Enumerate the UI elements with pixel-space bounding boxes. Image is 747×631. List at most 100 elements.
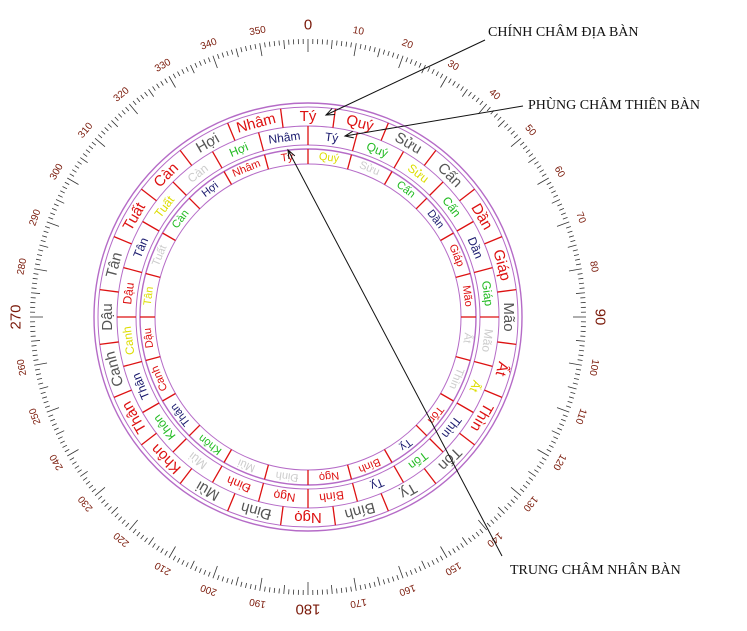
nhan_ban-label: Tuất [150, 243, 169, 268]
scale-tick [125, 106, 130, 112]
scale-tick [62, 444, 68, 448]
dia_ban-label: Mão [500, 302, 517, 331]
scale-tick [32, 282, 38, 285]
scale-tick [85, 480, 91, 485]
dia_ban-separator [279, 108, 284, 128]
scale-tick [101, 130, 106, 135]
scale-tick [435, 71, 439, 77]
scale-tick [144, 91, 148, 97]
thien_ban-separator [123, 360, 143, 368]
scale-label-300: 300 [48, 162, 66, 182]
ring-circle [97, 106, 519, 528]
scale-tick [82, 477, 88, 481]
scale-tick [177, 557, 181, 563]
scale-tick [565, 226, 571, 229]
thien_ban-label: Ngọ [272, 488, 296, 505]
dia_ban-separator [99, 341, 119, 346]
scale-tick [528, 153, 534, 157]
thien_ban-separator [351, 132, 359, 152]
nhan_ban-separator [263, 464, 270, 480]
dia_ban-separator [380, 122, 389, 141]
scale-tick [50, 418, 56, 422]
dia_ban-separator [141, 188, 157, 202]
scale-tick [32, 349, 38, 352]
scale-tick [461, 89, 468, 97]
scale-tick [377, 48, 381, 58]
dia_ban-separator [459, 188, 475, 202]
dia_ban-separator [113, 389, 132, 398]
nhan_ban-separator [162, 392, 176, 402]
nhan_ban-label: Mão [460, 285, 475, 308]
thien_ban-separator [172, 438, 187, 453]
thien_ban-separator [456, 220, 474, 232]
scale-tick [471, 94, 476, 100]
dia_ban-label: Tuất [120, 199, 150, 234]
nhan_ban-label: Khôn [196, 432, 224, 457]
scale-tick [525, 480, 531, 485]
scale-tick [568, 235, 574, 238]
scale-tick [387, 577, 390, 583]
scale-tick [249, 583, 252, 590]
scale-tick [185, 562, 189, 568]
scale-tick [507, 127, 512, 132]
nhan_ban-separator [383, 171, 393, 185]
thien_ban-separator [257, 482, 265, 502]
scale-tick [190, 560, 195, 570]
scale-tick [268, 41, 271, 47]
scale-tick [440, 546, 448, 558]
scale-label-50: 50 [522, 123, 538, 139]
nhan_ban-separator [223, 449, 233, 463]
nhan_ban-label: Ngọ [318, 469, 340, 484]
scale-tick [448, 78, 452, 84]
scale-tick [140, 534, 145, 540]
scale-label-90: 90 [592, 309, 609, 326]
scale-tick [64, 449, 70, 453]
nhan_ban-label: Tỵ [397, 436, 414, 453]
scale-label-150: 150 [443, 559, 463, 577]
scale-tick [471, 534, 476, 540]
scale-tick [539, 461, 544, 465]
scale-tick [427, 562, 431, 568]
scale-label-350: 350 [248, 24, 267, 38]
scale-tick [199, 60, 202, 66]
scale-tick [45, 226, 51, 229]
label-phung-cham-thien-ban: PHÙNG CHÂM THIÊN BÀN [528, 98, 701, 113]
nhan_ban-separator [223, 171, 233, 185]
scale-tick [125, 522, 130, 528]
scale-tick [172, 555, 176, 561]
scale-tick [208, 571, 211, 577]
scale-tick [177, 71, 181, 77]
scale-tick [212, 55, 218, 69]
scale-tick [396, 574, 399, 580]
scale-tick [60, 440, 65, 444]
scale-tick [391, 52, 395, 58]
scale-tick [350, 586, 352, 592]
scale-tick [418, 62, 422, 68]
scale-tick [440, 555, 444, 561]
scale-tick [38, 382, 44, 385]
scale-tick [208, 57, 211, 63]
scale-tick [31, 292, 41, 294]
scale-label-10: 10 [352, 25, 365, 38]
scale-tick [427, 66, 431, 72]
thien_ban-separator [429, 438, 444, 453]
scale-tick [331, 584, 333, 594]
scale-tick [42, 235, 48, 238]
scale-label-330: 330 [153, 57, 173, 75]
scale-tick [414, 568, 417, 574]
scale-tick [45, 405, 51, 408]
dia_ban-separator [332, 108, 337, 128]
scale-tick [475, 531, 480, 537]
scale-tick [35, 258, 42, 261]
scale-tick [452, 548, 456, 553]
scale-tick [194, 566, 198, 572]
annotation-arrows [287, 39, 524, 557]
scale-tick [553, 436, 559, 440]
scale-tick [551, 199, 561, 204]
scale-tick [578, 282, 584, 285]
dia_ban-label: Dần [467, 201, 495, 233]
dia_ban-label: Tỵ [396, 479, 419, 502]
scale-tick [57, 436, 63, 440]
thien_ban-label: Mùi [186, 449, 210, 472]
scale-tick [51, 208, 57, 211]
